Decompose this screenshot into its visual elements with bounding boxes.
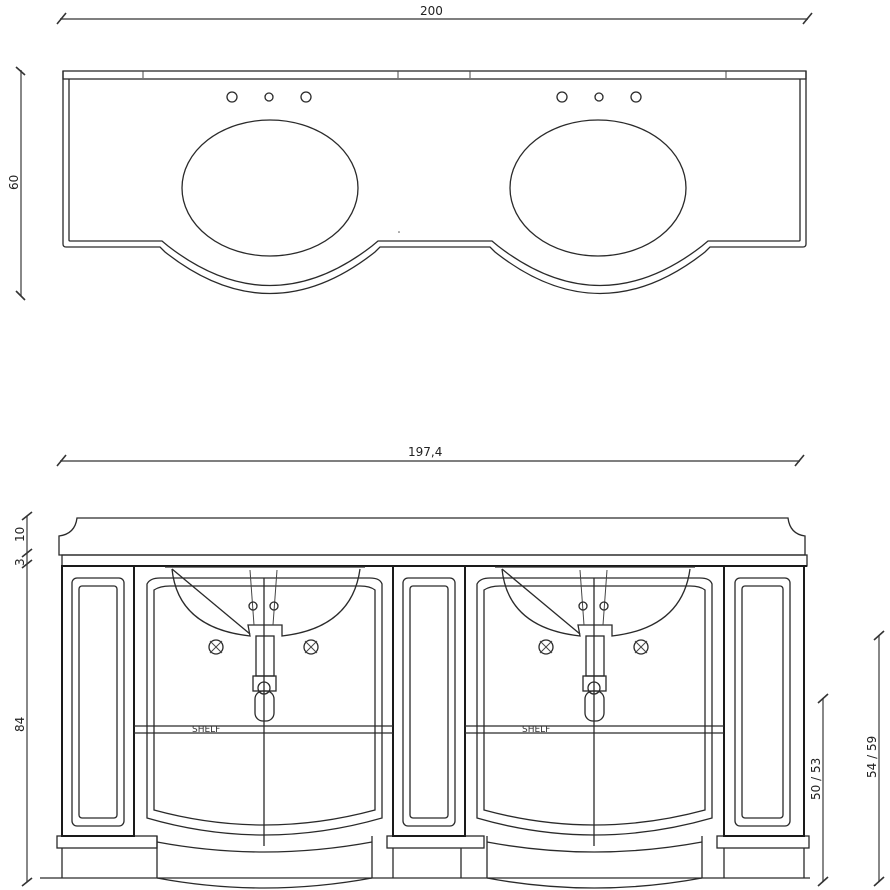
faucet-hole-icon — [594, 92, 604, 102]
dimension-width-200: 200 — [56, 4, 813, 25]
supply-valve-icon — [633, 639, 649, 655]
dimension-width-197-4: 197,4 — [56, 445, 805, 467]
faucet-hole-icon — [269, 601, 279, 611]
countertop-outline — [62, 70, 807, 295]
pilaster-center — [392, 565, 466, 837]
basin-front-right — [495, 566, 695, 722]
faucet-hole-icon — [578, 601, 588, 611]
front-countertop — [58, 517, 808, 567]
plinth — [56, 835, 810, 889]
right-basin-top — [509, 91, 687, 257]
supply-valve-icon — [208, 639, 224, 655]
faucet-hole-icon — [599, 601, 609, 611]
dimension-heights-right: 50 / 53 54 / 59 — [809, 630, 885, 887]
faucet-hole-icon — [264, 92, 274, 102]
shelf-label: SHELF — [192, 725, 220, 735]
supply-valve-icon — [303, 639, 319, 655]
dimension-label-top-gap: 3 — [13, 558, 27, 566]
top-view: 200 60 — [7, 4, 813, 301]
dimension-label-width: 200 — [420, 4, 443, 18]
front-view: 197,4 10 3 84 50 / 53 54 / 59 — [13, 445, 885, 889]
dimension-depth-60: 60 — [7, 66, 26, 301]
cabinet-right: SHELF — [464, 566, 725, 846]
dimension-heights-left: 10 3 84 — [13, 511, 33, 887]
faucet-hole-icon — [556, 91, 568, 103]
pilaster-left — [61, 565, 135, 837]
dimension-label-top-thickness: 10 — [13, 527, 27, 542]
cabinet-left: SHELF — [133, 566, 394, 846]
faucet-hole-icon — [226, 91, 238, 103]
faucet-hole-icon — [630, 91, 642, 103]
faucet-hole-icon — [300, 91, 312, 103]
dimension-label-supply-height: 54 / 59 — [865, 736, 879, 778]
supply-valve-icon — [538, 639, 554, 655]
basin-front-left — [165, 566, 365, 722]
left-basin-top — [181, 91, 359, 257]
dimension-label-front-width: 197,4 — [408, 445, 442, 459]
dimension-label-drain-height: 50 / 53 — [809, 758, 823, 800]
dimension-label-depth: 60 — [7, 175, 21, 190]
faucet-hole-icon — [248, 601, 258, 611]
dimension-label-cabinet-height: 84 — [13, 717, 27, 732]
pilaster-right — [723, 565, 805, 837]
shelf-label: SHELF — [522, 725, 550, 735]
